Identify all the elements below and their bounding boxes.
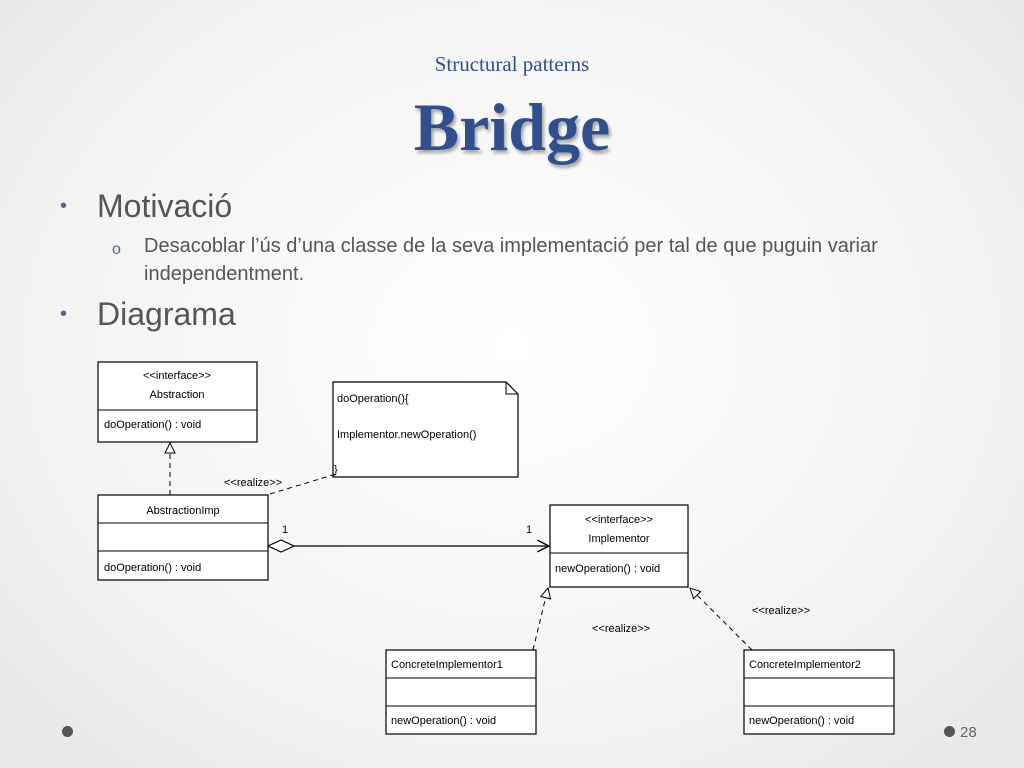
bullet-dot-icon: • [60,303,68,325]
slide-title: Bridge [413,89,611,165]
bullet-dot-icon: • [60,195,68,217]
nav-dot-right [944,726,955,737]
note-line-3: } [334,464,338,476]
subbullet-description: o Desacoblar l’ús d’una classe de la sev… [112,232,932,288]
realize-label-concrete1: <<realize>> [592,623,650,635]
implementor-name: Implementor [588,533,649,545]
class-concrete-implementor-2: ConcreteImplementor2 newOperation() : vo… [743,649,895,735]
bullet-motivacio: • Motivació [60,188,232,225]
note-line-1: doOperation(){ [337,393,409,405]
abstraction-stereotype: <<interface>> [143,370,211,382]
note-box: doOperation(){ Implementor.newOperation(… [332,381,519,478]
subbullet-marker: o [112,241,121,258]
class-implementor: <<interface>> Implementor newOperation()… [549,504,689,588]
note-line-2: Implementor.newOperation() [337,429,476,441]
multiplicity-right: 1 [526,524,532,536]
realize-line-concrete2 [690,588,753,651]
concrete2-method: newOperation() : void [749,715,854,727]
realize-label-concrete2: <<realize>> [752,605,810,617]
multiplicity-left: 1 [282,524,288,536]
abstraction-imp-name: AbstractionImp [146,505,219,517]
realize-line-concrete1 [532,588,548,651]
slide-subtitle: Structural patterns [434,52,590,76]
class-abstraction-imp: AbstractionImp doOperation() : void [97,494,269,581]
subbullet-text: Desacoblar l’ús d’una classe de la seva … [144,235,878,285]
nav-dot-left [62,726,73,737]
bullet-label: Diagrama [97,296,236,332]
bullet-diagrama: • Diagrama [60,296,236,333]
implementor-stereotype: <<interface>> [585,514,653,526]
class-abstraction: <<interface>> Abstraction doOperation() … [97,361,258,443]
page-number: 28 [960,724,977,741]
abstraction-imp-method: doOperation() : void [104,562,201,574]
concrete1-method: newOperation() : void [391,715,496,727]
bullet-label: Motivació [97,188,233,224]
realize-label-note: <<realize>> [224,477,282,489]
aggregation-diamond-icon [266,539,296,553]
concrete2-name: ConcreteImplementor2 [749,659,861,671]
abstraction-name: Abstraction [149,389,204,401]
note-connector [269,473,337,495]
abstraction-method: doOperation() : void [104,419,201,431]
class-concrete-implementor-1: ConcreteImplementor1 newOperation() : vo… [385,649,537,735]
implementor-method: newOperation() : void [555,563,660,575]
concrete1-name: ConcreteImplementor1 [391,659,503,671]
